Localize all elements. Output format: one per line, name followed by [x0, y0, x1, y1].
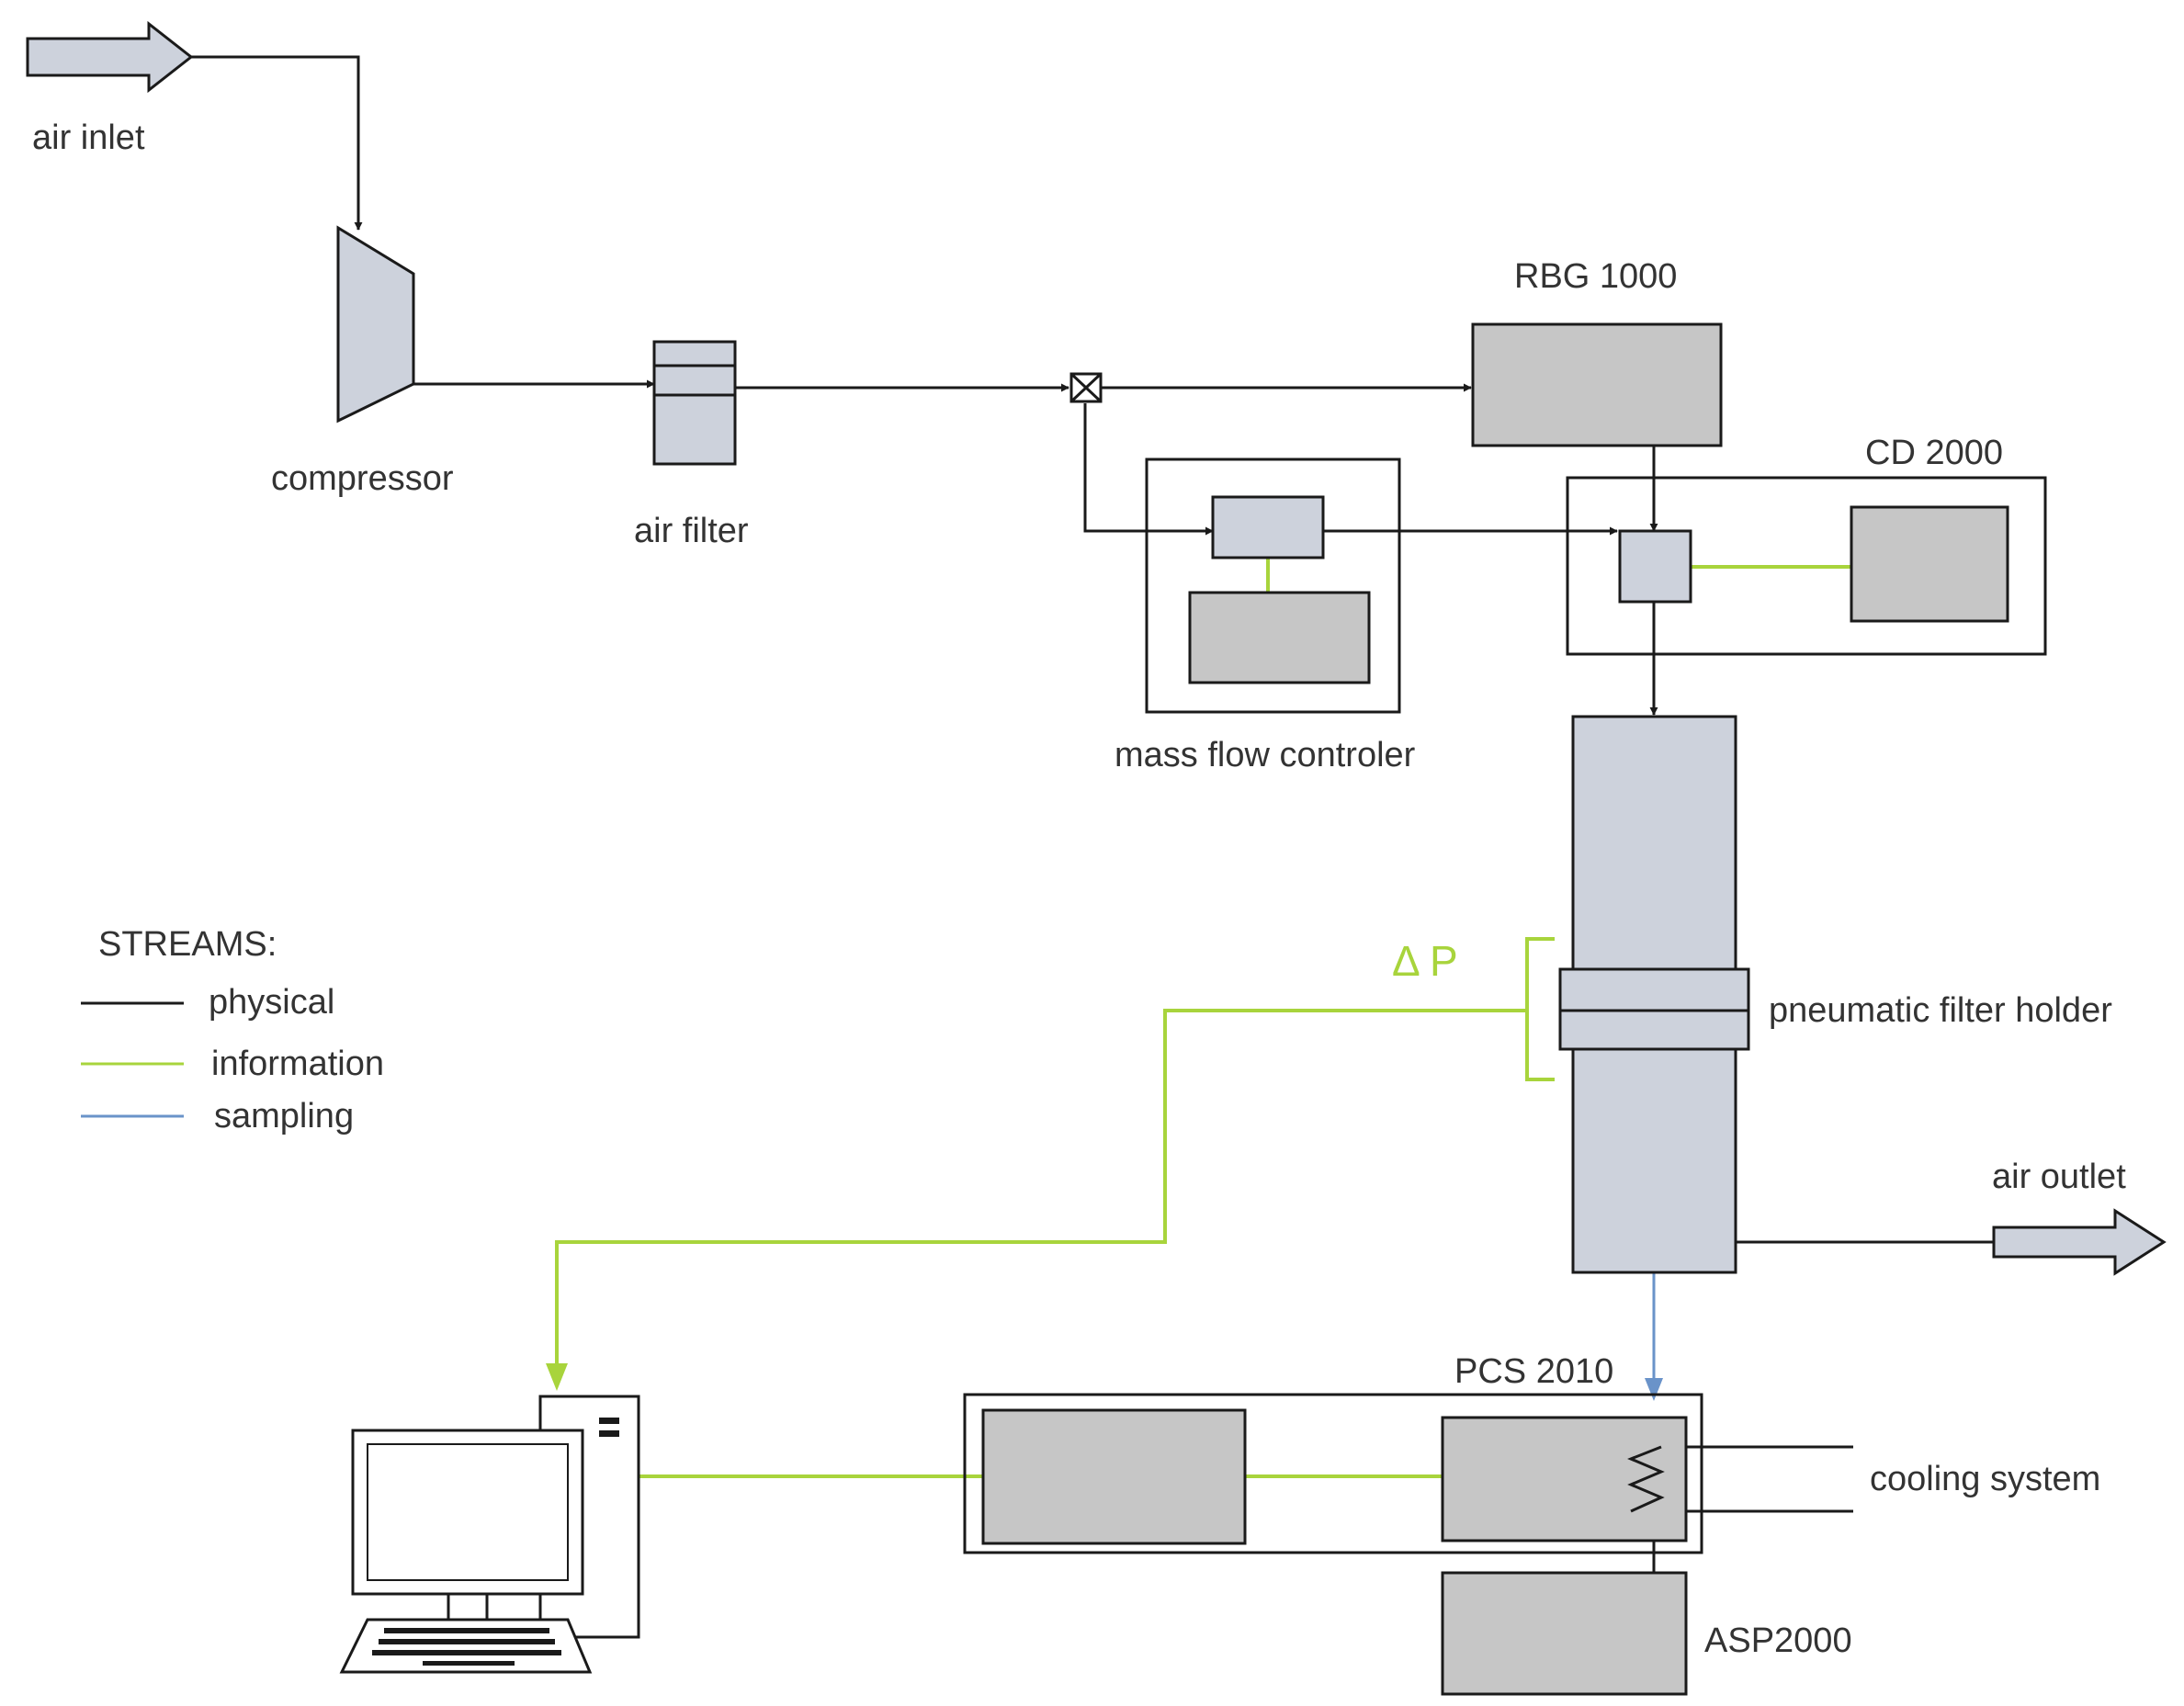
information-lines [546, 558, 1851, 1478]
pipe-valve-mfc [1083, 403, 1214, 536]
delta-p-label: Δ P [1392, 937, 1458, 985]
mfc-label: mass flow controler [1115, 736, 1416, 774]
legend-label-physical: physical [209, 983, 334, 1022]
info-deltap-computer [555, 1009, 1525, 1378]
filter-holder-label: pneumatic filter holder [1769, 991, 2112, 1030]
legend-label-sampling: sampling [214, 1097, 354, 1135]
outlet-arrow-icon [1992, 1208, 2167, 1276]
legend: STREAMS: physical information sampling [81, 925, 384, 1135]
compressor-label: compressor [271, 459, 454, 498]
info-arrowhead-computer [546, 1363, 568, 1391]
air-filter-label: air filter [634, 512, 749, 550]
legend-label-information: information [211, 1045, 384, 1083]
mass-flow-controller [1145, 458, 1401, 714]
sampling-arrowhead [1645, 1378, 1663, 1401]
heat-exchanger-icon [1627, 1445, 1665, 1513]
air-filter [652, 340, 737, 466]
pipe-inlet-compressor [188, 55, 363, 231]
asp-2000-box [1441, 1571, 1688, 1696]
sampling-lines [1645, 1272, 1663, 1401]
cd-2000 [1566, 476, 2047, 656]
rbg-1000-label: RBG 1000 [1514, 257, 1677, 296]
computer-icon [339, 1395, 640, 1674]
air-inlet-label: air inlet [32, 119, 145, 157]
pcs-2010-label: PCS 2010 [1454, 1352, 1613, 1391]
cooling-label: cooling system [1870, 1460, 2100, 1498]
legend-title: STREAMS: [98, 925, 277, 964]
cd-2000-label: CD 2000 [1865, 434, 2003, 472]
valve-icon [1069, 372, 1103, 403]
compressor-icon [336, 225, 415, 424]
pneumatic-filter-holder [1558, 715, 1750, 1274]
air-outlet-label: air outlet [1992, 1158, 2126, 1196]
pcs-2010 [963, 1393, 1703, 1554]
delta-p-bracket [1525, 937, 1555, 1081]
asp-2000-label: ASP2000 [1704, 1621, 1852, 1660]
rbg-1000-box [1471, 322, 1723, 447]
inlet-arrow-icon [26, 20, 194, 94]
